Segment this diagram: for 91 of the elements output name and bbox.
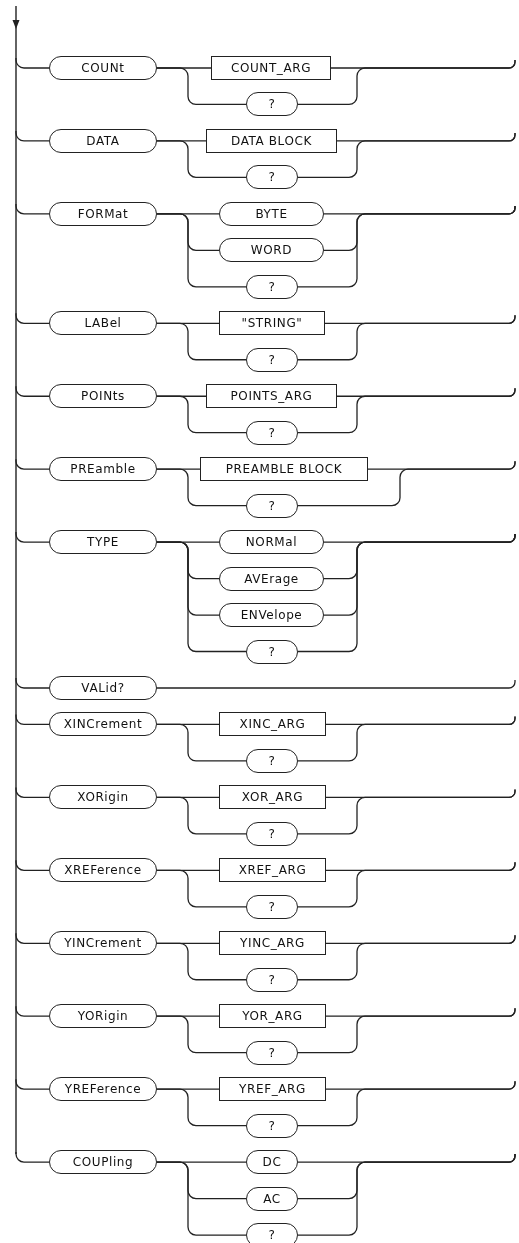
connector-line (15, 57, 50, 69)
connector-line (297, 788, 516, 835)
connector-line (15, 859, 50, 871)
parameter-box: YREF_ARG (219, 1077, 326, 1102)
connector-line (156, 1015, 247, 1054)
connector-line (15, 1078, 50, 1090)
connector-line (297, 861, 516, 908)
keyword-box: ? (246, 967, 298, 992)
connector-line (15, 1005, 50, 1017)
connector-line (156, 869, 247, 908)
keyword-box: ? (246, 821, 298, 846)
keyword-box: ? (246, 1113, 298, 1138)
keyword-box: PREamble (49, 457, 157, 482)
connector-line (156, 723, 247, 762)
connector-line (156, 541, 247, 653)
keyword-box: NORMal (219, 530, 324, 555)
connector-line (15, 932, 50, 944)
parameter-box: XINC_ARG (219, 712, 326, 737)
connector-line (297, 934, 516, 981)
parameter-box: YOR_ARG (219, 1004, 326, 1029)
keyword-box: LABel (49, 311, 157, 336)
parameter-box: DATA BLOCK (206, 128, 337, 153)
connector-line (297, 387, 516, 434)
keyword-box: ENVelope (219, 603, 324, 628)
keyword-box: WORD (219, 238, 324, 263)
connector-line (156, 942, 247, 981)
parameter-box: XREF_ARG (219, 858, 326, 883)
connector-line (15, 677, 50, 689)
keyword-box: TYPE (49, 530, 157, 555)
connector-line (297, 533, 516, 653)
connector-line (15, 385, 50, 397)
keyword-box: DATA (49, 128, 157, 153)
keyword-box: XORigin (49, 785, 157, 810)
connector-line (297, 1007, 516, 1054)
keyword-box: YORigin (49, 1004, 157, 1029)
keyword-box: VALid? (49, 676, 157, 700)
keyword-box: AVErage (219, 566, 324, 591)
connector-line (156, 468, 247, 507)
connector-line (156, 679, 516, 689)
connector-line (297, 314, 516, 361)
keyword-box: FORMat (49, 201, 157, 226)
keyword-box: XREFerence (49, 858, 157, 883)
connector-line (15, 203, 50, 215)
keyword-box: AC (246, 1186, 298, 1211)
connector-line (156, 213, 247, 288)
connector-line (15, 312, 50, 324)
connector-line (297, 132, 516, 179)
keyword-box: COUNt (49, 56, 157, 80)
connector-line (156, 395, 247, 434)
parameter-box: PREAMBLE BLOCK (200, 457, 368, 482)
connector-line (156, 1088, 247, 1127)
keyword-box: ? (246, 894, 298, 919)
connector-line (15, 786, 50, 799)
keyword-box: ? (246, 347, 298, 372)
parameter-box: XOR_ARG (219, 785, 326, 810)
keyword-box: ? (246, 165, 298, 190)
connector-line (156, 140, 247, 179)
connector-line (15, 130, 50, 142)
connector-line (15, 1151, 50, 1163)
keyword-box: BYTE (219, 201, 324, 226)
parameter-box: YINC_ARG (219, 931, 326, 956)
parameter-box: POINTS_ARG (206, 384, 337, 409)
connector-line (297, 460, 516, 507)
keyword-box: ? (246, 274, 298, 299)
connector-line (15, 531, 50, 543)
connector-line (297, 59, 516, 106)
keyword-box: YINCrement (49, 931, 157, 956)
connector-line (15, 713, 50, 726)
connector-line (156, 1161, 247, 1236)
keyword-box: POINts (49, 384, 157, 409)
keyword-box: ? (246, 639, 298, 664)
keyword-box: ? (246, 92, 298, 117)
keyword-box: ? (246, 420, 298, 445)
parameter-box: COUNT_ARG (211, 56, 331, 80)
keyword-box: ? (246, 1223, 298, 1243)
keyword-box: XINCrement (49, 712, 157, 737)
connector-line (297, 205, 516, 288)
connector-line (156, 796, 247, 835)
connector-line (297, 715, 516, 762)
keyword-box: ? (246, 748, 298, 773)
keyword-box: ? (246, 493, 298, 518)
keyword-box: COUPling (49, 1150, 157, 1175)
connector-line (156, 67, 247, 106)
connector-line (297, 1153, 516, 1236)
parameter-box: "STRING" (219, 311, 325, 336)
connector-line (297, 1080, 516, 1127)
connector-line (15, 458, 50, 470)
connector-line (156, 322, 247, 361)
keyword-box: YREFerence (49, 1077, 157, 1102)
keyword-box: DC (246, 1150, 298, 1175)
keyword-box: ? (246, 1040, 298, 1065)
